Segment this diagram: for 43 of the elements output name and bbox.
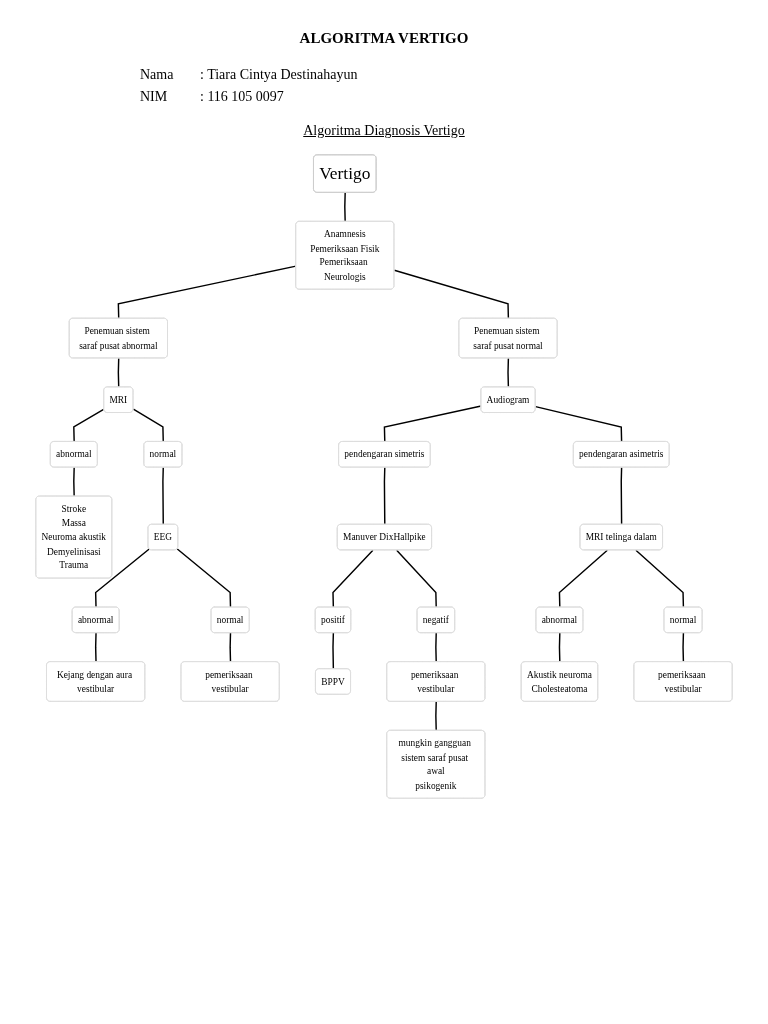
connector	[682, 632, 685, 663]
connector	[395, 549, 437, 609]
connector	[73, 466, 75, 498]
connector	[332, 549, 374, 609]
connector	[435, 701, 437, 732]
node-text: abnormal	[56, 448, 92, 460]
connector	[229, 632, 232, 663]
connector	[73, 408, 105, 443]
field-label: Nama	[140, 67, 175, 83]
flowchart: Vertigo Anamnesis Pemeriksaan Fisik Pemeriksaan Neurologis Penemuan sistem saraf pusat abnormal Penemuan sistem saraf pusat normal MRI abnormal normal Stroke Massa Neuroma akustik Demyelinisasi Trauma EEG abnormal normal Kejang dengan aura vestibular pemeriksaan vestibular Audiogram pendengaran simetris pendengaran asimetris Manuver DixHallpike MRI telinga dalam positif negatif BPPV pemeriksaan vestibular mungkin gangguan sistem saraf pusat awal psikogenik abnormal normal Akustik neuroma Cholesteatoma pemeriksaan vestibular	[30, 149, 738, 805]
connector	[117, 357, 120, 388]
node-text: Anamnesis Pemeriksaan Fisik Pemeriksaan Neurologis	[310, 228, 380, 282]
connector	[117, 265, 297, 320]
field-value: : 116 105 0097	[200, 89, 285, 105]
connector	[132, 408, 164, 443]
node-text: Manuver DixHallpike	[343, 531, 426, 543]
connector	[332, 632, 335, 670]
connector	[176, 548, 232, 609]
connector	[558, 632, 561, 663]
node-text: Kejang dengan aura vestibular	[56, 668, 133, 694]
node-text: pendengaran asimetris	[579, 448, 664, 460]
connector	[162, 466, 164, 526]
connector	[383, 466, 386, 526]
connector	[507, 357, 510, 388]
node-text: pemeriksaan vestibular	[205, 668, 253, 694]
connector	[383, 405, 482, 443]
connector	[344, 192, 346, 223]
connector	[620, 466, 623, 526]
connector	[94, 632, 97, 663]
field-value: : Tiara Cintya Destinahayun	[200, 67, 358, 83]
subtitle: Algoritma Diagnosis Vertigo	[302, 123, 466, 139]
node-text: pemeriksaan vestibular	[658, 668, 706, 694]
connector	[534, 405, 623, 443]
field-label: NIM	[140, 89, 169, 105]
connector	[393, 269, 510, 320]
connector	[94, 548, 150, 609]
connector	[635, 549, 685, 609]
connector	[435, 632, 437, 663]
title: ALGORITMA VERTIGO	[298, 30, 470, 47]
node-text: BPPV	[321, 675, 345, 687]
node-text: pendengaran simetris	[344, 448, 425, 460]
node-text: Akustik neuroma Cholesteatoma	[526, 668, 592, 694]
connector	[558, 549, 609, 609]
